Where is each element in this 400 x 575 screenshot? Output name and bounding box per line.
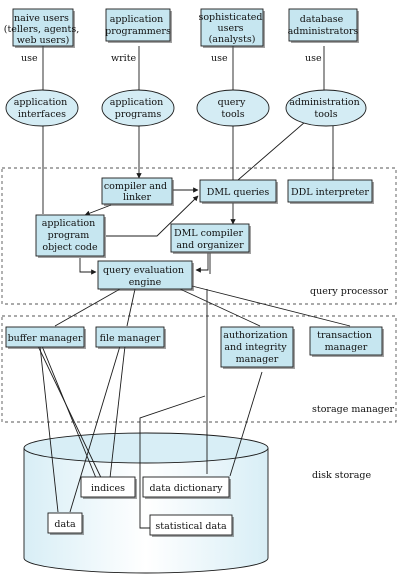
ddl-interpreter-box: [287, 179, 373, 203]
ddl-interpreter-text: DDL interpreter: [291, 187, 369, 198]
application-object-code-box: [35, 214, 105, 257]
database-administrators-text: database administrators: [288, 14, 359, 37]
data-dictionary-box: [142, 476, 230, 498]
administration-tools-text: administration tools: [289, 97, 363, 120]
application-programmers-box: [105, 8, 171, 42]
authorization-integrity-manager-box: [220, 326, 294, 368]
application-interfaces-ellipse: [5, 89, 79, 127]
naive-users-box: [12, 8, 74, 47]
sophisticated-users-text: sophisticated users (analysts): [198, 12, 265, 45]
data-dictionary-text: data dictionary: [150, 483, 224, 494]
disk-storage-label: disk storage: [312, 470, 371, 481]
disk-storage-cylinder: [23, 432, 269, 574]
sophisticated-users-box: [200, 8, 264, 47]
statistical-data-text: statistical data: [155, 521, 227, 532]
use-label-2: use: [211, 53, 228, 64]
dml-queries-text: DML queries: [207, 187, 270, 198]
connectors: [37, 46, 351, 529]
query-tools-ellipse: [196, 89, 270, 127]
use-label-1: use: [21, 53, 38, 64]
application-programmers-text: application programmers: [105, 14, 171, 37]
storage-manager-label: storage manager: [312, 404, 394, 415]
query-tools-text: query tools: [218, 97, 249, 120]
transaction-manager-box: [309, 326, 383, 356]
query-evaluation-engine-text: query evaluation engine: [103, 265, 187, 288]
transaction-manager-text: transaction manager: [317, 330, 375, 353]
file-manager-text: file manager: [100, 333, 161, 344]
indices-box: [80, 476, 136, 498]
query-evaluation-engine-box: [97, 260, 193, 290]
write-label: write: [111, 53, 137, 64]
buffer-manager-box: [5, 326, 85, 348]
application-object-code-text: application program object code: [42, 218, 99, 253]
data-box: [47, 512, 83, 534]
dml-compiler-text: DML compiler and organizer: [174, 228, 246, 251]
naive-users-text: naive users (tellers, agents, web users): [4, 13, 83, 46]
dml-compiler-box: [170, 223, 250, 253]
query-processor-region: [1, 167, 397, 305]
authorization-integrity-manager-text: authorization and integrity manager: [223, 330, 290, 365]
use-label-3: use: [305, 53, 322, 64]
database-administrators-box: [288, 8, 358, 42]
indices-text: indices: [91, 483, 125, 494]
application-programs-text: application programs: [110, 97, 167, 120]
application-interfaces-text: application interfaces: [14, 97, 71, 120]
application-programs-ellipse: [101, 89, 175, 127]
compiler-linker-box: [101, 177, 173, 205]
compiler-linker-text: compiler and linker: [104, 181, 170, 203]
administration-tools-ellipse: [285, 89, 367, 127]
storage-manager-region: [1, 315, 397, 423]
buffer-manager-text: buffer manager: [8, 333, 83, 344]
statistical-data-box: [149, 514, 233, 536]
data-text: data: [54, 519, 76, 530]
file-manager-box: [95, 326, 165, 348]
dml-queries-box: [199, 179, 277, 203]
query-processor-label: query processor: [310, 286, 389, 297]
